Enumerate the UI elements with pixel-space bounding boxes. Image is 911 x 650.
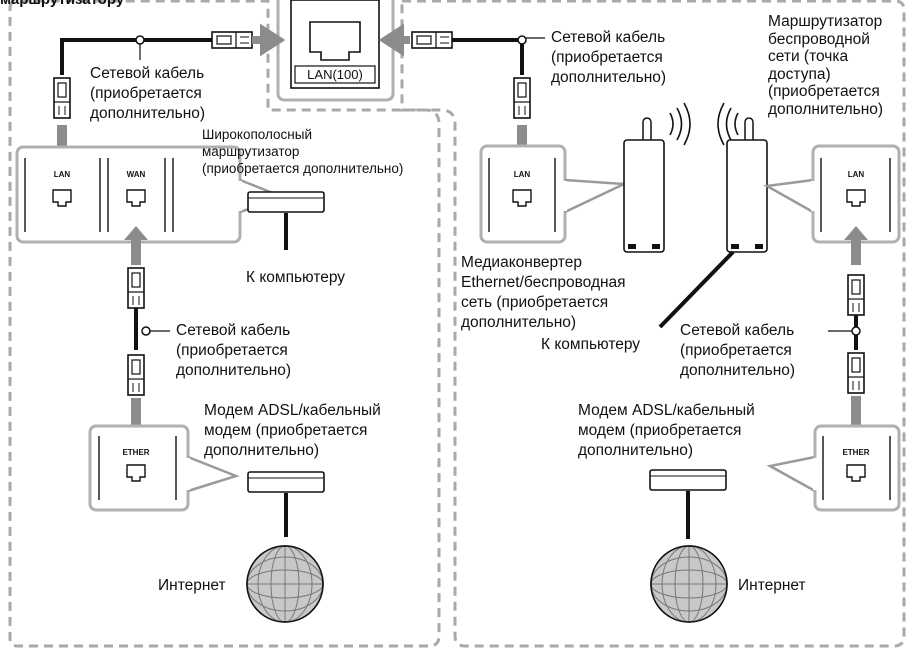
left-modem-port-panel [88, 424, 190, 512]
wireless-access-point-device [717, 102, 768, 253]
right-to-computer-label: К компьютеру [541, 336, 641, 353]
header-fragment-text: маршрутизатору [0, 0, 124, 10]
right-adsl-modem-device [649, 469, 727, 491]
router-lan-port-label: LAN [54, 170, 71, 179]
access-point-to-computer-cable [658, 250, 735, 329]
left-adsl-modem-device [247, 471, 325, 493]
left-bottom-cable-plug-lower [127, 354, 145, 396]
left-modem-callout-pointer [187, 455, 240, 493]
right-internet-globe-icon [650, 545, 728, 623]
left-bottom-cable-label: Сетевой кабель (приобретается дополнител… [176, 322, 292, 379]
right-bottom-cable-label: Сетевой кабель (приобретается дополнител… [680, 322, 796, 379]
broadband-router-device [247, 191, 325, 213]
converter-port-panel [479, 144, 567, 244]
right-modem-port-panel [813, 424, 901, 512]
right-modem-ether-label: ETHER [842, 448, 869, 457]
left-modem-ether-label: ETHER [122, 448, 149, 457]
router-wan-port-label: WAN [127, 170, 146, 179]
media-converter-device [623, 102, 691, 253]
left-modem-label: Модем ADSL/кабельный модем (приобретаетс… [204, 402, 381, 459]
right-top-cable-plug-vertical [513, 77, 531, 119]
left-top-cable-plug-vertical [53, 77, 71, 119]
arrow-into-lan100-left [252, 23, 286, 57]
right-modem-label: Модем ADSL/кабельный модем (приобретаетс… [578, 402, 755, 459]
router-port-panel [15, 145, 242, 244]
left-internet-globe-icon [246, 545, 324, 623]
converter-callout-pointer [564, 178, 629, 214]
right-internet-label: Интернет [738, 577, 806, 594]
right-bottom-cable-plug-upper [847, 274, 865, 316]
left-region-outline [8, 0, 441, 648]
arrow-into-lan100-right [378, 23, 410, 57]
access-point-label: Маршрутизатор беспроводной сети (точка д… [768, 13, 884, 118]
access-point-callout-pointer [763, 178, 814, 214]
converter-lan-port-label: LAN [514, 170, 531, 179]
left-bottom-cable-plug-upper [127, 267, 145, 309]
left-to-computer-label: К компьютеру [246, 269, 346, 286]
right-top-cable-label: Сетевой кабель (приобретается дополнител… [551, 29, 667, 86]
right-modem-callout-pointer [766, 455, 816, 493]
right-region-outline [400, 0, 906, 648]
left-top-cable [60, 35, 215, 75]
left-top-cable-plug-horizontal [211, 31, 253, 49]
right-top-cable [450, 35, 545, 75]
right-bottom-cable-plug-lower [847, 352, 865, 394]
right-top-cable-plug-horizontal [411, 31, 453, 49]
broadband-router-label: Широкополосный маршрутизатор (приобретае… [202, 127, 404, 176]
lan100-port-label: LAN(100) [307, 67, 363, 82]
left-internet-label: Интернет [158, 577, 226, 594]
access-point-lan-port-label: LAN [848, 170, 865, 179]
lan100-port-panel [276, 0, 395, 102]
left-top-cable-label: Сетевой кабель (приобретается дополнител… [90, 65, 206, 122]
media-converter-label: Медиаконвертер Ethernet/беспроводная сет… [461, 254, 626, 331]
